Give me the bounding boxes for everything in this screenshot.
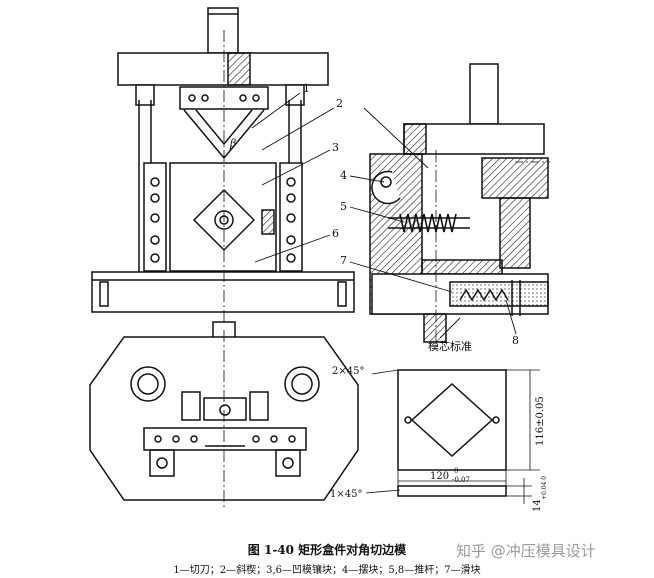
callout-4: 4 <box>340 169 347 182</box>
callout-6: 6 <box>332 227 339 240</box>
beta-angle: β <box>229 137 236 150</box>
callout-1: 1 <box>303 82 310 95</box>
core-reference-label: 模芯标准 <box>428 339 472 353</box>
figure-legend: 1—切刀；2—斜楔；3,6—凹模镶块；4—摆块；5,8—推杆；7—滑块 <box>173 565 481 576</box>
dim-thickness-tol: +0.04 0 <box>541 476 548 500</box>
section-view <box>369 63 549 343</box>
dim-width-tol-upper: 0 <box>454 467 458 475</box>
callout-8: 8 <box>512 334 519 347</box>
part-drawing <box>365 369 540 504</box>
dim-width-tol-lower: -0.07 <box>452 476 470 484</box>
callout-7: 7 <box>340 254 347 267</box>
callout-5: 5 <box>340 200 347 213</box>
dim-width: 120 <box>430 471 449 482</box>
dim-chamfer-top: 2×45° <box>332 366 364 377</box>
figure-title: 图 1-40 矩形盒件对角切边模 <box>247 543 407 557</box>
front-view <box>91 7 355 313</box>
dim-height: 116±0.05 <box>535 396 546 446</box>
callout-3: 3 <box>332 141 339 154</box>
leader-lines <box>251 92 517 339</box>
dim-chamfer-bottom: 1×45° <box>330 489 362 500</box>
dim-thickness: 14 <box>532 499 543 512</box>
callout-2: 2 <box>336 97 343 110</box>
watermark: 知乎 @冲压模具设计 <box>456 542 596 560</box>
